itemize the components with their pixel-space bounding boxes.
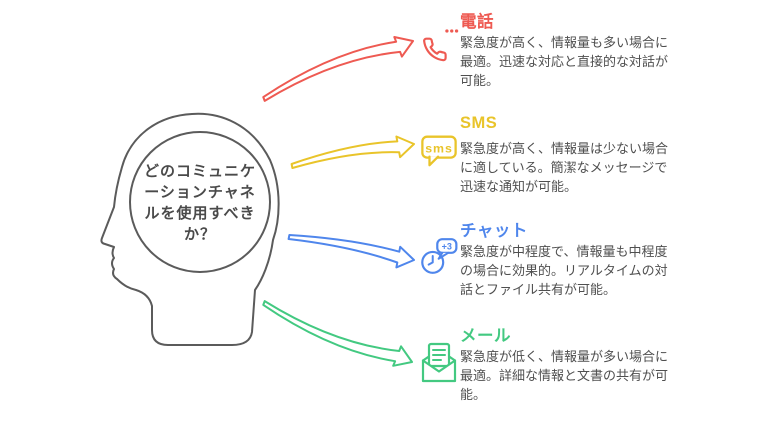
channel-sms-title: SMS [460,114,498,132]
desc-line: 緊急度が中程度で、情報量も中程度 [460,244,668,259]
arrow-to-phone [262,36,414,102]
question-line: か？ [183,226,216,243]
head-outline-path [100,112,280,346]
question-text: どのコミュニケ ーションチャネ ルを使用すべき か？ [113,161,287,245]
phone-icon [423,29,459,62]
desc-line: 緊急度が高く、情報量も多い場合に [460,35,669,50]
channel-chat-title: チャット [460,222,528,240]
channel-mail-desc: 緊急度が低く、情報量が多い場合に 最適。詳細な情報と文書の共有が可 能。 [460,347,695,404]
channel-chat-desc: 緊急度が中程度で、情報量も中程度 の場合に効果的。リアルタイムの対 話とファイル… [460,242,695,299]
head-silhouette [100,112,280,346]
thought-circle [129,131,271,273]
sms-bubble-label: sms [425,141,453,155]
desc-line: 話とファイル共有が可能。 [460,282,617,297]
desc-line: 可能。 [460,73,500,88]
question-line: ーションチャネ [144,184,256,201]
channel-sms-desc: 緊急度が高く、情報量は少ない場合 に適している。簡潔なメッセージで 迅速な通知が… [460,139,695,196]
arrow-to-chat [287,234,415,269]
channel-phone-desc: 緊急度が高く、情報量も多い場合に 最適。迅速な対応と直接的な対話が 可能。 [460,33,695,90]
question-line: どのコミュニケ [143,163,256,180]
desc-line: の場合に効果的。リアルタイムの対 [460,263,668,278]
mail-icon [421,342,457,383]
desc-line: 緊急度が高く、情報量は少ない場合 [460,141,669,156]
desc-line: 緊急度が低く、情報量が多い場合に [460,349,669,364]
desc-line: 迅速な通知が可能。 [460,179,578,194]
desc-line: 最適。詳細な情報と文書の共有が可 [460,368,669,383]
channel-phone-title: 電話 [460,13,494,31]
sms-icon: sms [421,135,457,167]
arrow-to-sms [290,135,415,169]
arrow-to-mail [262,300,413,367]
chat-bubble-label: +3 [442,242,452,252]
question-line: ルを使用すべき [144,205,256,222]
chat-icon: +3 [421,238,458,274]
desc-line: に適している。簡潔なメッセージで [460,160,668,175]
desc-line: 最適。迅速な対応と直接的な対話が [460,54,669,69]
desc-line: 能。 [460,387,487,402]
channel-mail-title: メール [460,327,511,345]
